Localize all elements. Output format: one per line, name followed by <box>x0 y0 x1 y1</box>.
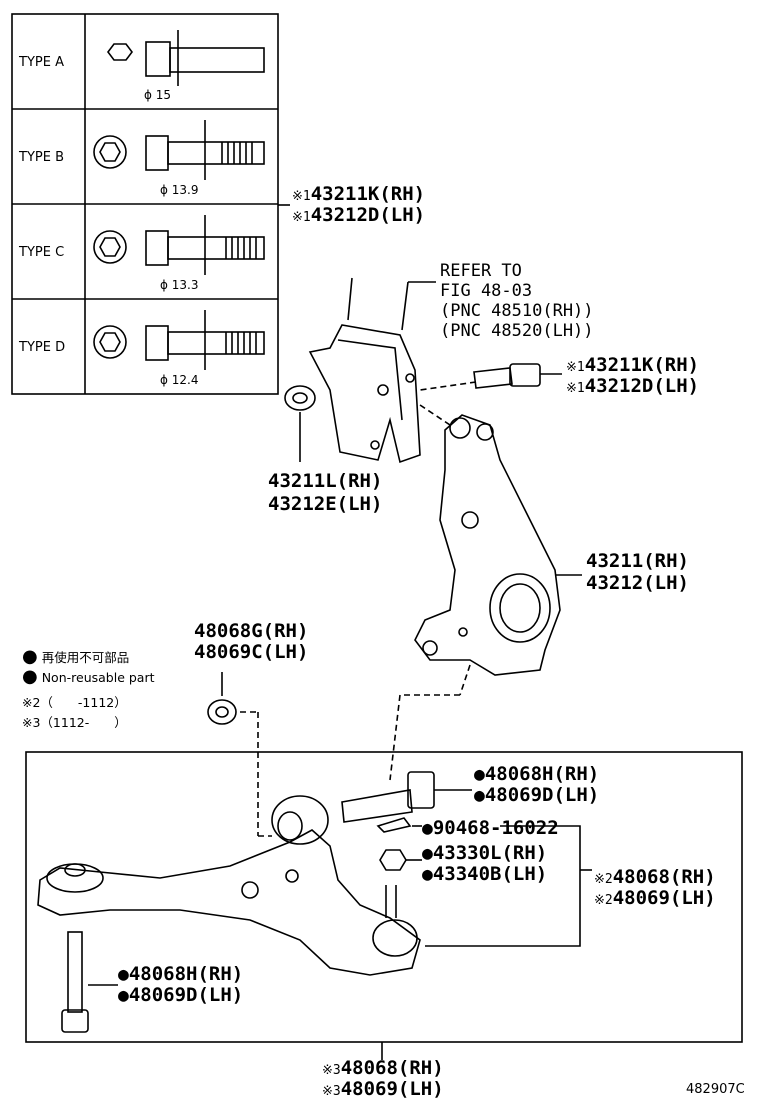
label-arm-bolt1-rh: ●48068H(RH) <box>474 763 600 785</box>
type-d-label: TYPE D <box>19 340 66 355</box>
label-bolt-lh: ※143212D(LH) <box>566 375 700 397</box>
legend-note-2: ※2（ -1112） <box>22 695 127 710</box>
label-arm-bolt2-lh: ●48069D(LH) <box>118 984 244 1006</box>
label-nut2-lh: 48069C(LH) <box>194 641 309 663</box>
label-bolt-rh: ※143211K(RH) <box>566 354 700 376</box>
bushing-nut-icon <box>207 672 272 837</box>
bolt-type-b-icon <box>93 120 265 180</box>
type-a-label: TYPE A <box>19 55 64 70</box>
label-arm-bolt2-rh: ●48068H(RH) <box>118 963 244 985</box>
legend-jp: ● 再使用不可部品 <box>22 646 130 667</box>
label-cotter-pin: ●90468-16022 <box>422 817 559 839</box>
arm-callout-bracket <box>425 825 592 947</box>
refer-line-4: (PNC 48520(LH)) <box>440 321 594 341</box>
lower-arm-icon <box>37 795 421 976</box>
bolt-type-a-icon <box>107 30 265 86</box>
label-arm3-rh: ※348068(RH) <box>322 1057 444 1079</box>
refer-line-1: REFER TO <box>440 261 522 281</box>
bolt-type-d-icon <box>93 310 265 370</box>
lower-arm-group-frame <box>25 751 743 1043</box>
steering-knuckle-icon <box>389 404 582 781</box>
type-c-label: TYPE C <box>19 245 65 260</box>
label-nut2-rh: 48068G(RH) <box>194 620 309 642</box>
figure-id: 482907C <box>686 1082 745 1097</box>
refer-line-3: (PNC 48510(RH)) <box>440 301 594 321</box>
refer-line-2: FIG 48-03 <box>440 281 533 301</box>
label-castle-rh: ●43330L(RH) <box>422 842 548 864</box>
label-nut-lh: 43212E(LH) <box>268 493 383 515</box>
type-b-label: TYPE B <box>19 150 64 165</box>
type-b-diameter: ϕ 13.9 <box>160 183 199 197</box>
label-knuckle-rh: 43211(RH) <box>586 550 689 572</box>
label-bolt-type-rh: ※143211K(RH) <box>292 183 426 205</box>
legend-en: ● Non-reusable part <box>22 666 155 687</box>
label-knuckle-lh: 43212(LH) <box>586 572 689 594</box>
label-castle-lh: ●43340B(LH) <box>422 863 548 885</box>
strut-bolt-icon <box>419 363 562 391</box>
legend-note-3: ※3（1112- ） <box>22 715 127 730</box>
type-d-diameter: ϕ 12.4 <box>160 373 199 387</box>
bolt-type-c-icon <box>93 215 265 275</box>
label-bolt-type-lh: ※143212D(LH) <box>292 204 426 226</box>
label-arm-bolt1-lh: ●48069D(LH) <box>474 784 600 806</box>
cotter-pin-icon <box>376 817 422 833</box>
arm-rear-bolt-icon <box>61 931 118 1033</box>
arm-front-bolt-icon <box>341 771 472 823</box>
type-c-diameter: ϕ 13.3 <box>160 278 199 292</box>
type-a-diameter: ϕ 15 <box>144 88 171 102</box>
label-arm2-lh: ※248069(LH) <box>594 887 716 909</box>
castle-nut-icon <box>379 849 422 871</box>
strut-icon <box>308 277 436 464</box>
label-arm2-rh: ※248068(RH) <box>594 866 716 888</box>
label-arm3-lh: ※348069(LH) <box>322 1078 444 1100</box>
label-nut-rh: 43211L(RH) <box>268 470 383 492</box>
strut-nut-icon <box>284 385 316 462</box>
